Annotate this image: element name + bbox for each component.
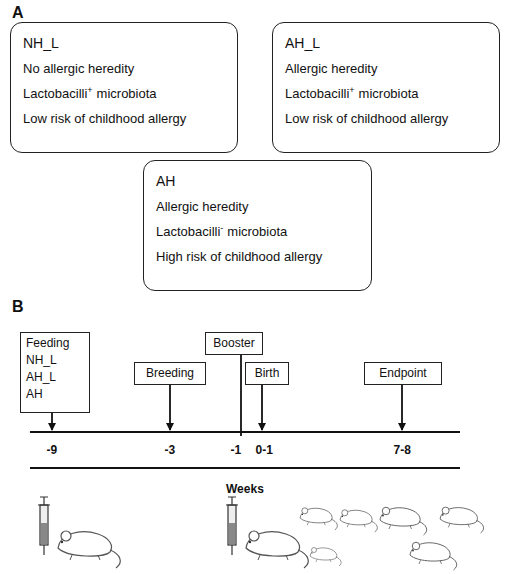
text-line: No allergic heredity: [23, 56, 237, 81]
box-text: AH_L: [26, 370, 56, 384]
text-line: AH_L: [26, 369, 84, 386]
event-box: Birth: [245, 362, 289, 385]
text-line: Breeding: [140, 365, 200, 382]
text-line: Lactobacilli+ microbiota: [285, 81, 499, 106]
week-number: -3: [165, 443, 176, 457]
axis-title: Weeks: [226, 482, 264, 496]
panel-label: B: [12, 298, 24, 316]
box-text: NH_L: [26, 353, 57, 367]
week-number: -1: [231, 443, 242, 457]
week-number: 7-8: [394, 443, 411, 457]
text-line: Lactobacilli-microbiota: [156, 219, 371, 244]
box-text: Allergic heredity: [285, 61, 378, 76]
box-text: Birth: [255, 366, 280, 380]
box-text: microbiota: [227, 224, 287, 239]
text-line: Allergic heredity: [156, 194, 371, 219]
box-text: Breeding: [146, 366, 194, 380]
text-line: NH_L: [26, 352, 84, 369]
box-text: Low risk of childhood allergy: [285, 111, 448, 126]
panel-label: A: [12, 4, 24, 22]
superscript: -: [220, 223, 223, 233]
box-text: Booster: [213, 336, 254, 350]
box-text: Lactobacilli: [23, 86, 87, 101]
text-line: Endpoint: [370, 365, 436, 382]
text-line: High risk of childhood allergy: [156, 244, 371, 269]
text-line: Lactobacilli+ microbiota: [23, 81, 237, 106]
box-text: Lactobacilli: [156, 224, 220, 239]
group-box: NH_L No allergic heredityLactobacilli+ mic…: [10, 22, 238, 153]
box-text: No allergic heredity: [23, 61, 134, 76]
box-text: Allergic heredity: [156, 199, 249, 214]
box-text: AH: [156, 173, 175, 189]
week-number: -9: [47, 443, 58, 457]
box-text: Endpoint: [379, 366, 426, 380]
box-text: Feeding: [26, 336, 69, 350]
text-line: Booster: [211, 335, 257, 352]
box-text: microbiota: [97, 86, 157, 101]
text-line: NH_L: [23, 31, 237, 56]
text-line: AH_L: [285, 31, 499, 56]
group-box: AH_L Allergic heredityLactobacilli+ microb…: [272, 22, 500, 153]
event-box: Booster: [205, 332, 263, 355]
text-line: Allergic heredity: [285, 56, 499, 81]
text-line: Low risk of childhood allergy: [285, 106, 499, 131]
box-text: Lactobacilli: [285, 86, 349, 101]
box-text: High risk of childhood allergy: [156, 249, 322, 264]
superscript: +: [87, 85, 92, 95]
box-text: AH_L: [285, 35, 320, 51]
superscript: +: [349, 85, 354, 95]
event-box: Endpoint: [364, 362, 442, 385]
text-line: Feeding: [26, 335, 84, 352]
event-box: Breeding: [134, 362, 206, 385]
text-line: AH: [26, 386, 84, 403]
text-line: AH: [156, 169, 371, 194]
text-line: Low risk of childhood allergy: [23, 106, 237, 131]
event-box: FeedingNH_L AH_L AH: [20, 332, 90, 413]
box-text: NH_L: [23, 35, 59, 51]
box-text: microbiota: [359, 86, 419, 101]
box-text: Low risk of childhood allergy: [23, 111, 186, 126]
group-box: AH Allergic heredityLactobacilli-microbio…: [143, 160, 372, 291]
week-number: 0-1: [256, 443, 273, 457]
box-text: AH: [26, 387, 43, 401]
text-line: Birth: [251, 365, 283, 382]
